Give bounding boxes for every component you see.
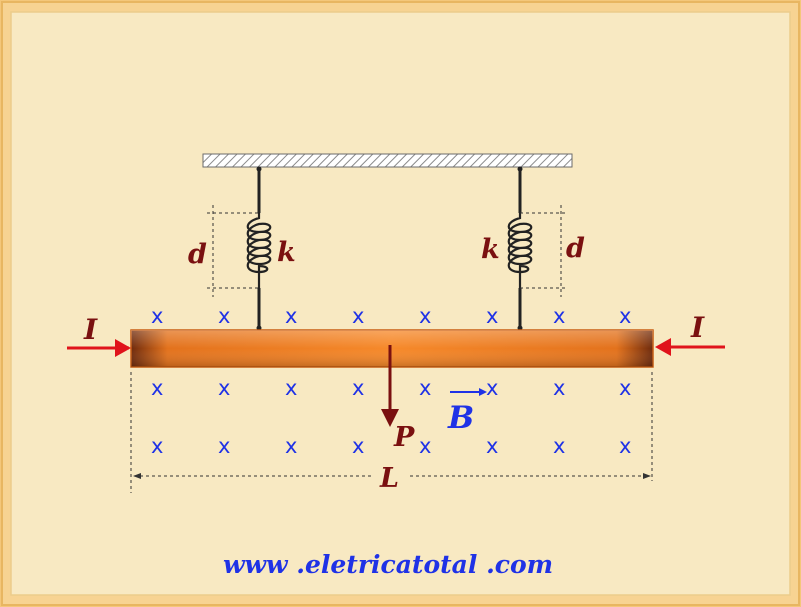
field-mark: x <box>218 304 230 328</box>
field-mark: x <box>151 304 163 328</box>
label-d-right: d <box>566 233 585 264</box>
label-weight: P <box>393 422 415 453</box>
field-mark: x <box>419 304 431 328</box>
field-mark: x <box>619 376 631 400</box>
field-mark: x <box>285 434 297 458</box>
field-marks-row-1: x x x x x x x x <box>151 304 631 328</box>
field-mark: x <box>486 376 498 400</box>
field-mark: x <box>151 434 163 458</box>
conductor-bar-shade <box>131 330 653 367</box>
footer-url[interactable]: www .eletricatotal .com <box>223 550 553 579</box>
field-mark: x <box>218 376 230 400</box>
field-mark: x <box>553 376 565 400</box>
field-mark: x <box>419 376 431 400</box>
field-mark: x <box>486 304 498 328</box>
field-mark: x <box>151 376 163 400</box>
left-displacement-bracket <box>207 205 259 297</box>
field-mark: x <box>218 434 230 458</box>
field-mark: x <box>419 434 431 458</box>
current-arrow-right <box>655 338 725 356</box>
field-mark: x <box>619 434 631 458</box>
field-mark: x <box>352 304 364 328</box>
field-mark: x <box>553 434 565 458</box>
field-mark: x <box>553 304 565 328</box>
field-mark: x <box>285 304 297 328</box>
field-mark: x <box>285 376 297 400</box>
field-marks-row-3: x x x x x x x x <box>151 434 631 458</box>
label-k-right: k <box>481 234 500 265</box>
field-mark: x <box>619 304 631 328</box>
label-k-left: k <box>277 237 296 268</box>
label-field: B <box>447 400 474 436</box>
length-dimension <box>130 372 653 493</box>
ceiling-support <box>202 153 573 168</box>
field-mark: x <box>352 376 364 400</box>
current-arrow-left <box>67 339 131 357</box>
field-vector-arrow <box>450 388 487 396</box>
label-current-right: I <box>690 311 705 344</box>
field-mark: x <box>486 434 498 458</box>
panel-background <box>10 11 791 596</box>
weight-arrow <box>381 345 399 427</box>
right-displacement-bracket <box>520 205 567 297</box>
label-d-left: d <box>188 239 207 270</box>
field-marks-row-2: x x x x x x x x <box>151 376 631 400</box>
field-mark: x <box>352 434 364 458</box>
label-length: L <box>379 463 399 494</box>
label-current-left: I <box>83 313 98 346</box>
